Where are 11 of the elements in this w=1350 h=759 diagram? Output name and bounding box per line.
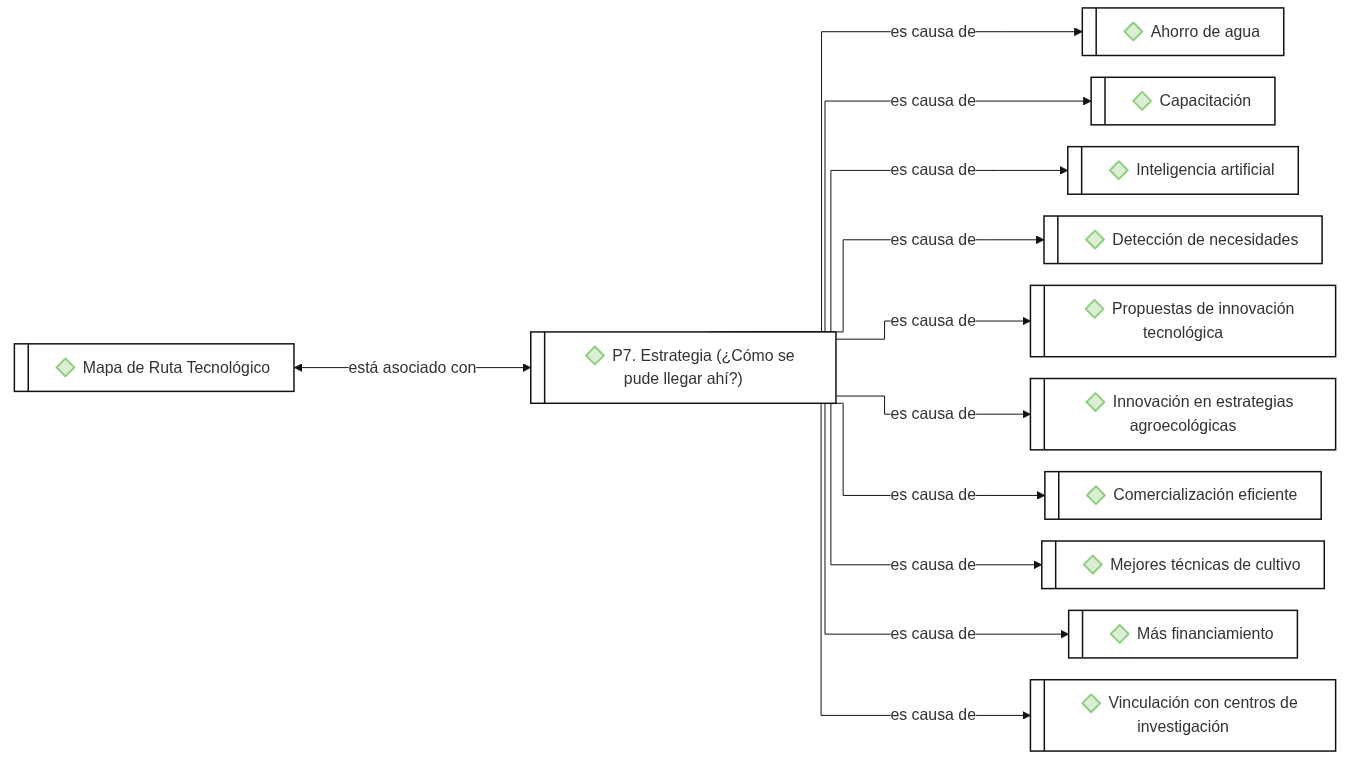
edge-label: es causa de: [890, 92, 976, 109]
edge-label: está asociado con: [348, 358, 477, 376]
edge-label: es causa de: [890, 486, 976, 504]
edge-label: es causa de: [890, 405, 976, 423]
edge-label: es causa de: [890, 625, 976, 643]
edge-label: es causa de: [890, 706, 976, 724]
edge-label: es causa de: [890, 312, 976, 329]
edge-label: es causa de: [890, 230, 976, 248]
edge-label: es causa de: [890, 22, 976, 40]
edge-label: es causa de: [890, 555, 976, 573]
edge-label: es causa de: [890, 161, 976, 179]
